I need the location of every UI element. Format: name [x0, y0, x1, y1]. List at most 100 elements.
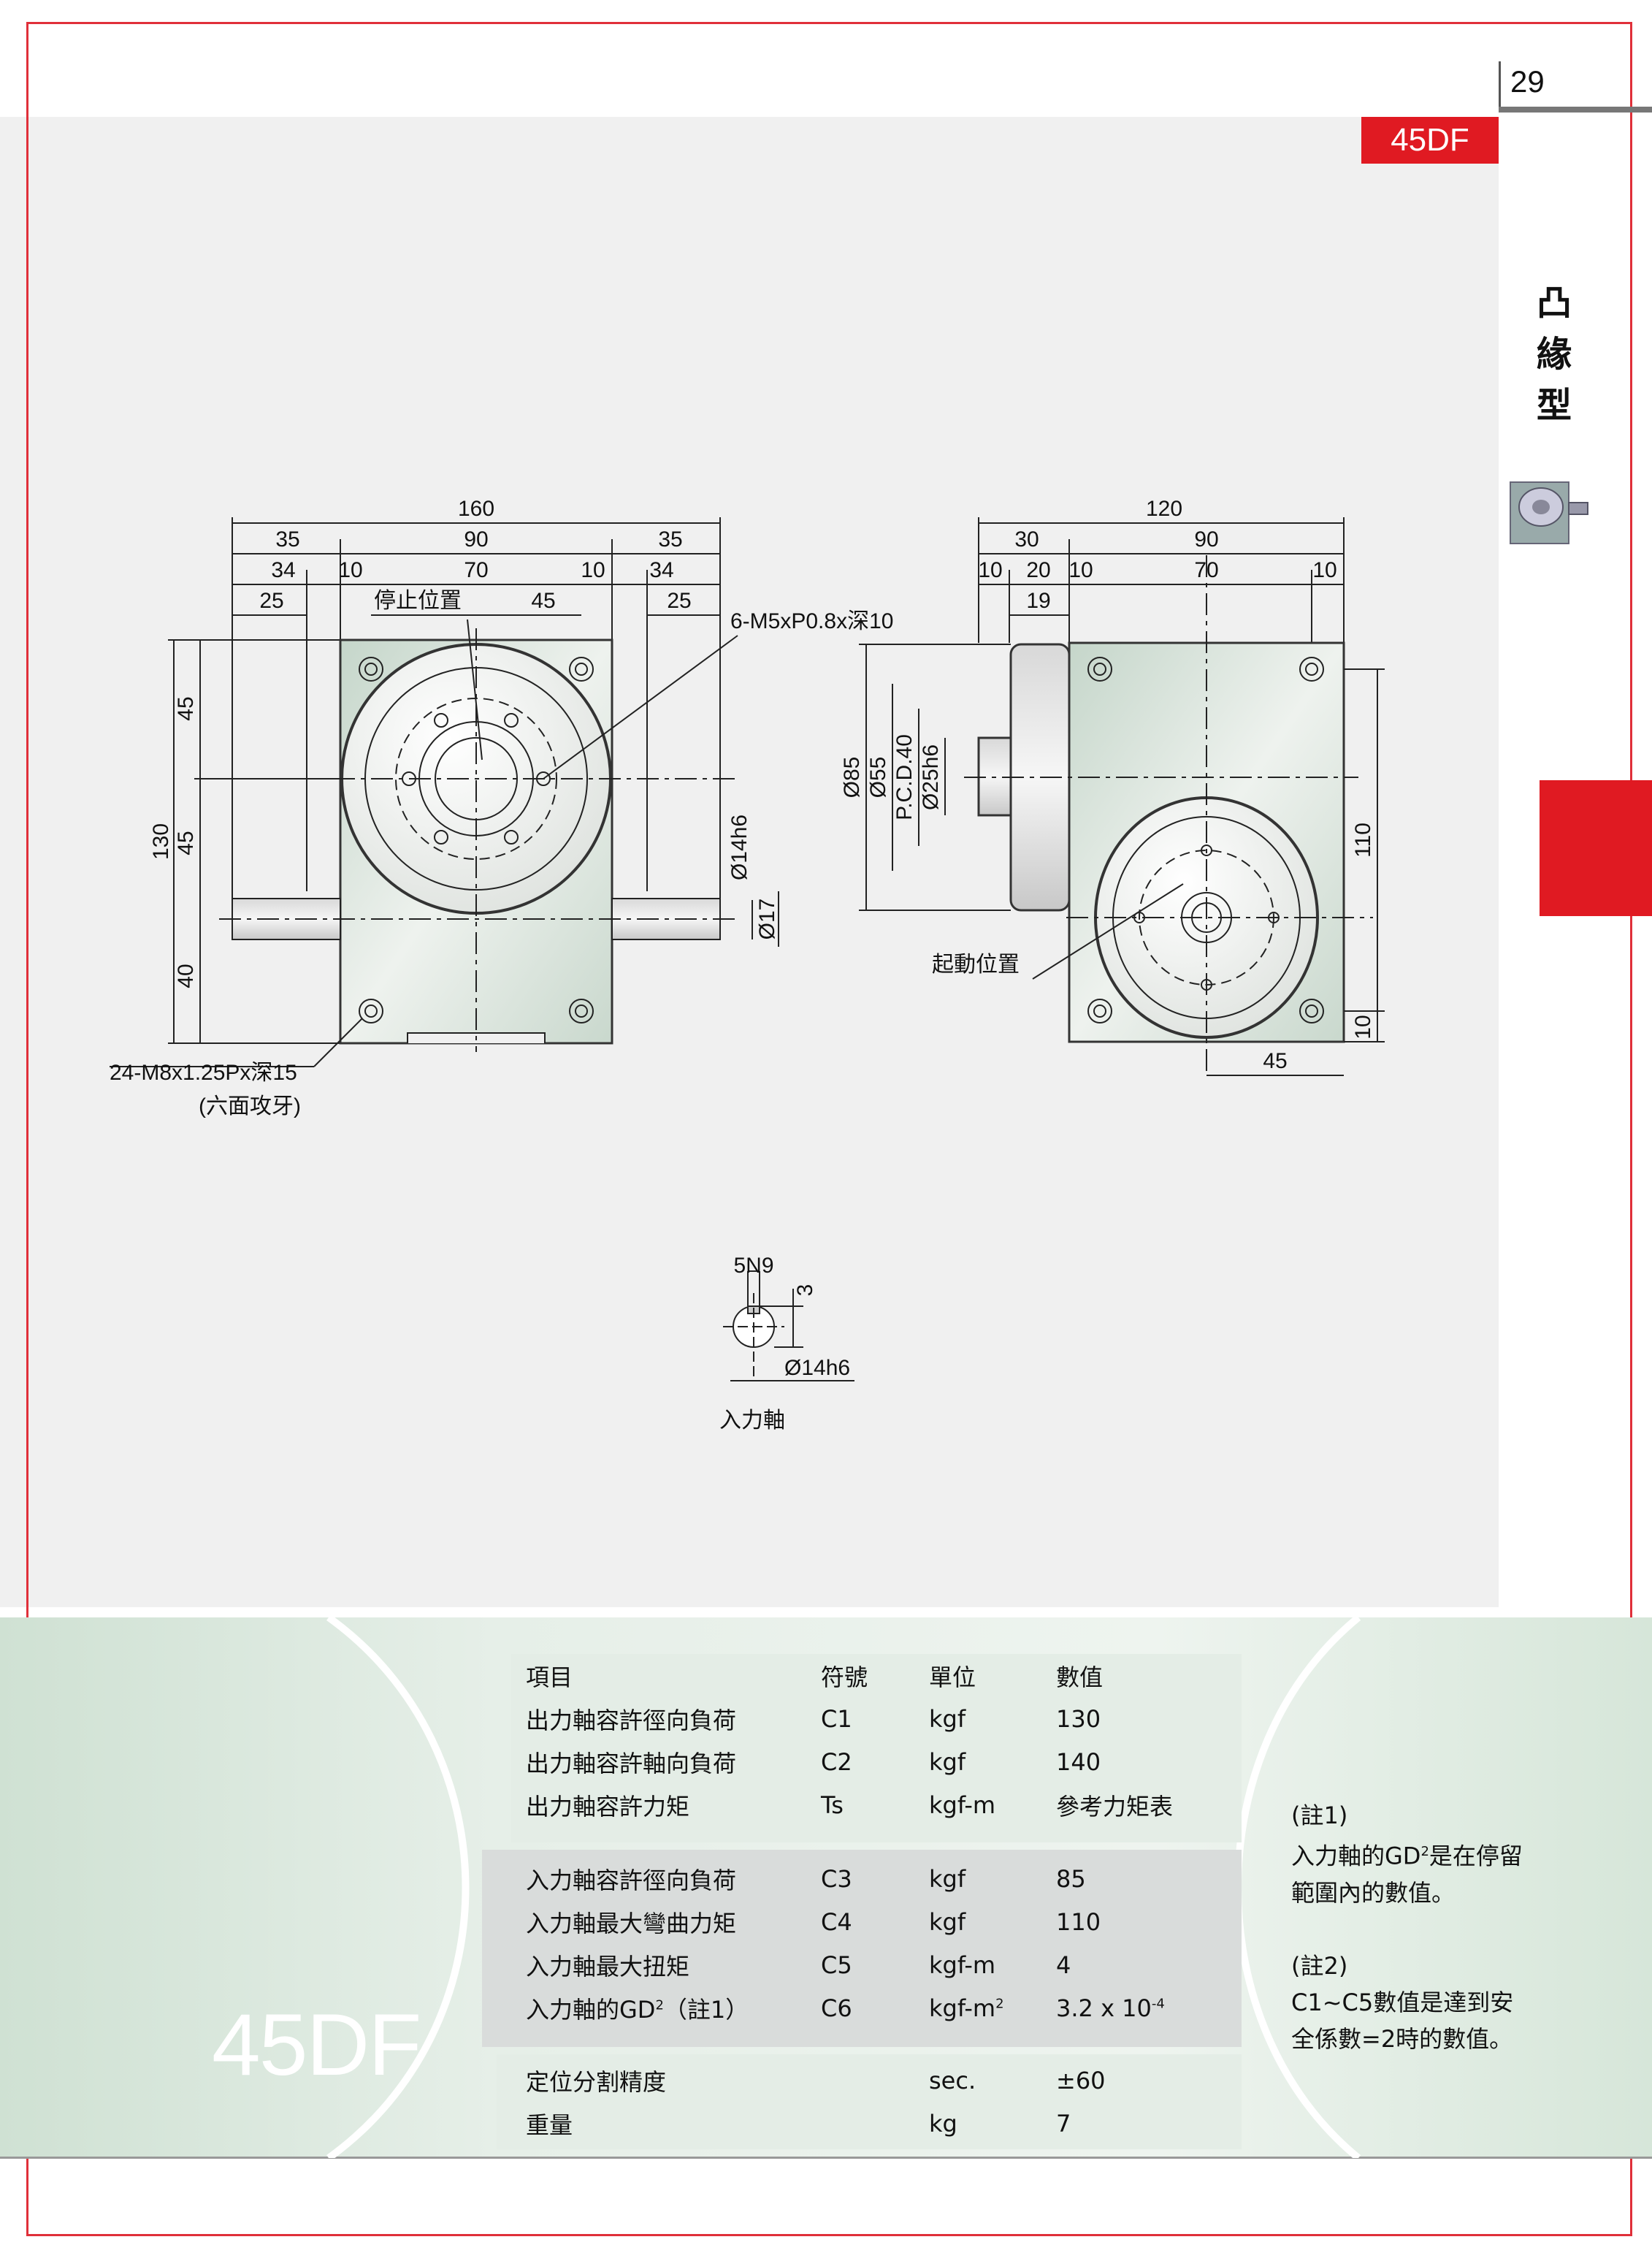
- spec-item: 入力軸最大扭矩: [526, 1952, 690, 1981]
- category-char-1: 凸: [1536, 283, 1572, 324]
- side-dim-10-v: 10: [1351, 1015, 1375, 1039]
- frame-left: [26, 22, 28, 2235]
- spec-value: 140: [1056, 1747, 1101, 1776]
- spec-item-gd: 入力軸的GD2（註1）: [511, 1986, 821, 2029]
- spec-symbol: [821, 2059, 929, 2102]
- dim-45-v1: 45: [174, 696, 198, 720]
- front-view: [110, 517, 779, 1067]
- key-detail: [723, 1270, 854, 1381]
- spec-symbol: C4: [821, 1907, 852, 1936]
- spec-row: 入力軸容許徑向負荷 C3 kgf 85: [511, 1857, 1217, 1900]
- spec-value: 110: [1056, 1907, 1101, 1936]
- page-rule: [1499, 107, 1652, 113]
- gd-value-sup: -4: [1151, 1995, 1165, 2011]
- frame-right: [1630, 22, 1632, 2235]
- spec-notes: (註1) 入力軸的GD2是在停留範圍內的數值。 (註2) C1~C5數值是達到安…: [1291, 1797, 1525, 2094]
- header-symbol: 符號: [821, 1663, 868, 1691]
- spec-item: 出力軸容許力矩: [526, 1792, 690, 1821]
- page-number-divider: [1499, 61, 1501, 113]
- dim-40: 40: [174, 964, 198, 988]
- product-thumbnail: [1510, 481, 1588, 544]
- spec-group-input: [482, 1850, 1242, 2047]
- spec-unit: kgf: [929, 1747, 966, 1776]
- spec-unit: kgf-m: [929, 1791, 996, 1819]
- spec-symbol: C6: [821, 1994, 852, 2022]
- spec-unit: kgf: [929, 1864, 966, 1893]
- spec-table-output: 項目 符號 單位 數值 出力軸容許徑向負荷 C1 kgf 130 出力軸容許軸向…: [511, 1654, 1217, 1826]
- side-dim-30: 30: [1014, 527, 1039, 552]
- thread-note: 6-M5xP0.8x深10: [730, 609, 893, 633]
- header-item: 項目: [526, 1663, 573, 1691]
- dim-25-right: 25: [667, 589, 691, 613]
- start-position-label: 起動位置: [932, 953, 1020, 977]
- note-2-title: (註2): [1291, 1951, 1348, 1980]
- dim-25-left: 25: [259, 589, 283, 613]
- side-dim-120: 120: [1146, 497, 1182, 521]
- side-dim-90: 90: [1194, 527, 1218, 552]
- spec-unit: kg: [929, 2109, 957, 2138]
- spec-table-input: 入力軸容許徑向負荷 C3 kgf 85 入力軸最大彎曲力矩 C4 kgf 110…: [511, 1857, 1217, 2029]
- dim-130: 130: [149, 823, 173, 860]
- dim-34-right: 34: [649, 558, 673, 582]
- spec-table-misc: 定位分割精度 sec. ±60 重量 kg 7: [511, 2059, 1217, 2145]
- model-tab: 45DF: [1361, 117, 1499, 164]
- note-1-sup: 2: [1420, 1844, 1429, 1859]
- spec-item: 重量: [526, 2111, 573, 2139]
- dim-10-b: 10: [581, 558, 605, 582]
- bottom-thread: 24-M8x1.25Px深15: [110, 1061, 297, 1085]
- dim-35-right: 35: [658, 527, 682, 552]
- side-d25: Ø25h6: [919, 744, 943, 810]
- page-number: 29: [1510, 64, 1545, 99]
- spec-value: 85: [1056, 1864, 1086, 1893]
- category-title: 凸 緣 型: [1532, 278, 1576, 431]
- technical-drawing: 160 35 90 35 34 10 70 10 34 25 停止位置 45 2…: [110, 497, 1385, 1433]
- note-2: (註2) C1~C5數值是達到安全係數=2時的數值。: [1291, 1948, 1525, 2057]
- note-1: (註1) 入力軸的GD2是在停留範圍內的數值。: [1291, 1797, 1525, 1911]
- spec-row: 出力軸容許徑向負荷 C1 kgf 130: [511, 1697, 1217, 1740]
- dim-35-left: 35: [275, 527, 299, 552]
- frame-bottom: [26, 2234, 1632, 2236]
- side-dim-10-c: 10: [1312, 558, 1336, 582]
- gd-item-text: 入力軸的GD: [526, 1995, 656, 2024]
- spec-bottom-rule: [0, 2157, 1652, 2159]
- header-unit: 單位: [929, 1663, 976, 1691]
- side-dim-45: 45: [1263, 1049, 1287, 1073]
- spec-row: 重量 kg 7: [511, 2102, 1217, 2145]
- dim-45-v2: 45: [174, 831, 198, 855]
- key-shaft: Ø14h6: [784, 1356, 850, 1380]
- spec-value-gd: 3.2 x 10-4: [1056, 1986, 1217, 2029]
- spec-header-row: 項目 符號 單位 數值: [511, 1654, 1217, 1697]
- side-dim-70: 70: [1194, 558, 1218, 582]
- note-1-text-a: 入力軸的GD: [1291, 1842, 1421, 1870]
- spec-model-watermark: 45DF: [212, 1996, 421, 2094]
- spec-symbol: C5: [821, 1951, 852, 1979]
- gd-item-note: （註1）: [663, 1995, 749, 2024]
- category-char-3: 型: [1536, 385, 1572, 426]
- side-dim-10-b: 10: [1068, 558, 1093, 582]
- key-label: 入力軸: [719, 1408, 785, 1433]
- frame-top: [26, 22, 1632, 24]
- spec-row: 定位分割精度 sec. ±60: [511, 2059, 1217, 2102]
- spec-unit: sec.: [929, 2066, 976, 2094]
- spec-symbol: [821, 2102, 929, 2145]
- dim-70: 70: [464, 558, 488, 582]
- key-width: 5N9: [733, 1254, 773, 1278]
- spec-row: 入力軸最大扭矩 C5 kgf-m 4: [511, 1943, 1217, 1986]
- note-2-body: C1~C5數值是達到安全係數=2時的數值。: [1291, 1988, 1514, 2053]
- gd-unit-text: kgf-m: [929, 1994, 996, 2022]
- bottom-thread-sub: (六面攻牙): [199, 1094, 301, 1118]
- shaft-d17: Ø17: [755, 899, 779, 940]
- dim-10-a: 10: [338, 558, 362, 582]
- side-dim-110: 110: [1351, 823, 1375, 858]
- side-d85: Ø85: [840, 757, 864, 798]
- spec-group-output: [511, 1654, 1242, 1842]
- dim-160: 160: [458, 497, 494, 521]
- spec-unit: kgf: [929, 1907, 966, 1936]
- spec-row-gd: 入力軸的GD2（註1） C6 kgf-m 2 3.2 x 10-4: [511, 1986, 1217, 2029]
- side-dim-20: 20: [1026, 558, 1050, 582]
- spec-row: 出力軸容許軸向負荷 C2 kgf 140: [511, 1740, 1217, 1783]
- dim-45: 45: [531, 589, 555, 613]
- gd-item-sup: 2: [655, 1997, 664, 2013]
- spec-value: 7: [1056, 2109, 1071, 2138]
- stop-position-label: 停止位置: [374, 589, 462, 613]
